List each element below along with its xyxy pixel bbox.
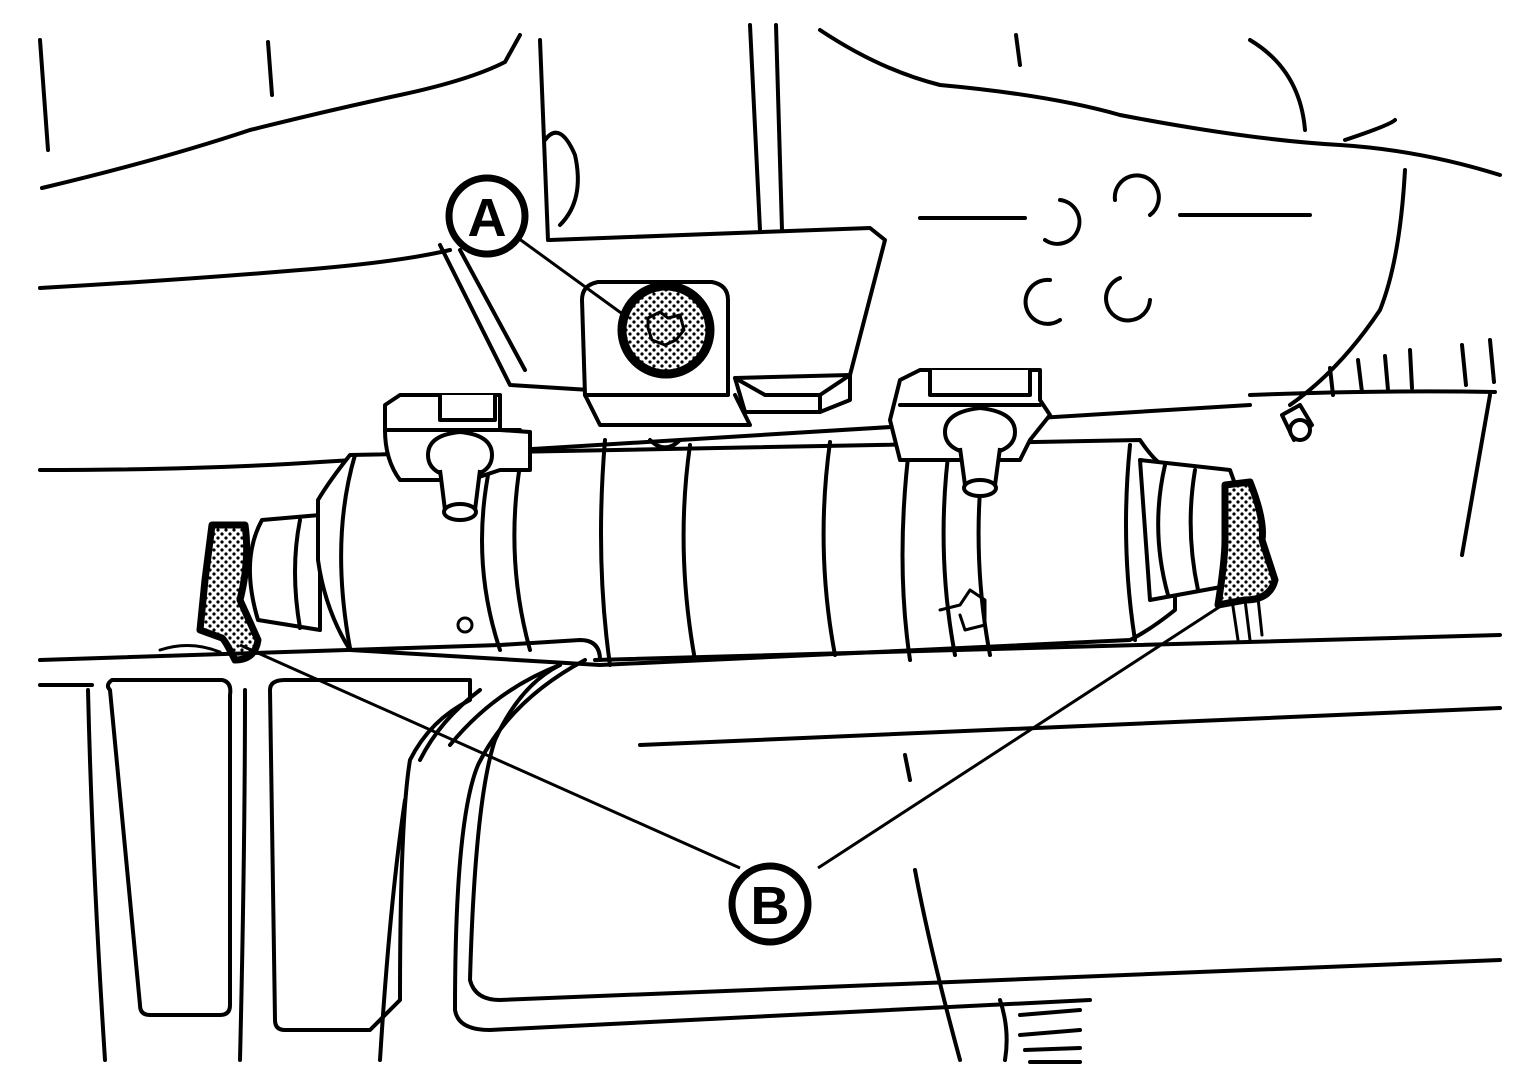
callout-a-label: A bbox=[468, 188, 507, 248]
sensor-connector-left bbox=[158, 521, 262, 664]
catalytic-converter bbox=[247, 438, 1243, 667]
callout-leaders bbox=[239, 236, 1231, 870]
bolt-a bbox=[617, 281, 715, 379]
crossmember bbox=[38, 633, 1502, 1064]
callout-a: A bbox=[445, 174, 529, 258]
left-clamp bbox=[383, 393, 532, 522]
sensor-connector-right bbox=[1214, 478, 1279, 642]
body-panel bbox=[38, 23, 1502, 557]
callout-b: B bbox=[728, 862, 812, 946]
right-clamp bbox=[888, 368, 1052, 498]
callout-b-label: B bbox=[751, 876, 790, 936]
